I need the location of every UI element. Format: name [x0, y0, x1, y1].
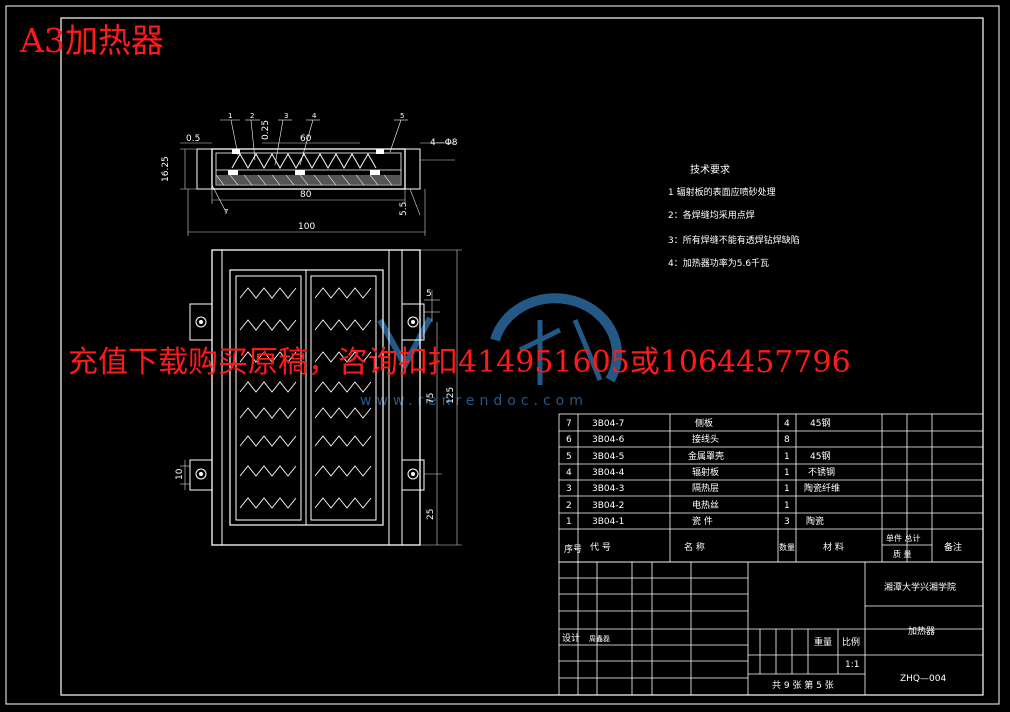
header-qty: 数量 [779, 542, 795, 552]
row4-material: 不锈钢 [808, 466, 835, 478]
tech-item-2: 2：各焊缝均采用点焊 [668, 209, 755, 221]
row2-no: 2 [566, 501, 572, 511]
dim-10: 10 [175, 468, 185, 480]
watermark-url: www.renrendoc.com [360, 393, 588, 409]
purchase-ad-overlay: 充值下载购买原稿，咨询扣扣414951605或1064457796 [68, 345, 851, 380]
dim-5-5: 5.5 [399, 202, 409, 216]
sheet-count: 共 9 张 第 5 张 [772, 679, 834, 691]
dim-0-25: 0.25 [261, 120, 271, 140]
plan-dimensions: 5 75 125 10 25 [175, 289, 456, 520]
inner-frame [60, 17, 984, 696]
mass-label: 重量 [814, 636, 832, 648]
header-remarks: 备注 [944, 541, 962, 553]
row3-no: 3 [566, 484, 572, 494]
drawing-number: ZHQ—004 [900, 674, 946, 684]
row6-no: 6 [566, 435, 572, 445]
designer-name: 周鑫磊 [589, 634, 610, 643]
row1-material: 陶瓷 [806, 515, 824, 527]
balloon-1: 1 [228, 112, 232, 120]
row5-no: 5 [566, 452, 572, 462]
row7-name: 侧板 [695, 417, 713, 429]
dim-75: 75 [426, 393, 436, 404]
balloon-5: 5 [400, 112, 404, 120]
row5-qty: 1 [784, 452, 790, 462]
row1-name: 瓷 件 [692, 515, 713, 527]
drawing-name: 加热器 [908, 625, 935, 637]
scale-label: 比例 [842, 636, 860, 648]
row1-code: 3B04-1 [592, 517, 624, 527]
scale-value: 1:1 [845, 660, 859, 670]
dim-100: 100 [298, 222, 315, 232]
header-no-text: 序号 [564, 543, 582, 555]
balloon-4: 4 [312, 112, 317, 120]
parts-list-header: 序号 代 号 名 称 数量 材 料 单件 总计 质 量 备注 [564, 533, 962, 559]
section-dimensions: 0.5 0.25 60 4—Φ8 16.25 80 5.5 100 1 2 3 … [161, 112, 458, 232]
dim-16-25: 16.25 [161, 156, 171, 182]
row4-qty: 1 [784, 468, 790, 478]
balloon-2: 2 [250, 112, 254, 120]
tech-heading: 技术要求 [690, 163, 730, 176]
row2-name: 电热丝 [692, 499, 719, 511]
row3-code: 3B04-3 [592, 484, 624, 494]
section-view [180, 119, 455, 236]
dim-125: 125 [446, 387, 456, 404]
row7-no: 7 [566, 419, 572, 429]
row4-no: 4 [566, 468, 572, 478]
header-unit-total: 单件 总计 [886, 533, 921, 543]
row6-code: 3B04-6 [592, 435, 625, 445]
parts-list-rows: 7 3B04-7 侧板 4 45钢 6 3B04-6 接线头 8 5 3B04-… [566, 417, 840, 527]
header-mass: 质 量 [893, 549, 912, 559]
row7-qty: 4 [784, 419, 790, 429]
row3-name: 隔热层 [692, 482, 719, 494]
tech-item-1: 1 辐射板的表面应喷砂处理 [668, 186, 776, 198]
row2-qty: 1 [784, 501, 790, 511]
row4-name: 辐射板 [692, 466, 719, 478]
header-material: 材 料 [823, 541, 844, 553]
row5-material: 45钢 [810, 450, 830, 462]
plan-view [180, 249, 462, 546]
row7-code: 3B04-7 [592, 419, 624, 429]
header-name: 名 称 [684, 541, 705, 553]
row1-qty: 3 [784, 517, 790, 527]
row4-code: 3B04-4 [592, 468, 625, 478]
dim-5: 5 [426, 289, 432, 299]
row2-code: 3B04-2 [592, 501, 624, 511]
balloon-7: 7 [224, 208, 228, 216]
title-block-grid [558, 561, 984, 696]
row1-no: 1 [566, 517, 572, 527]
dim-25: 25 [426, 509, 436, 520]
dim-80: 80 [300, 190, 312, 200]
dim-60: 60 [300, 134, 312, 144]
header-no: 序号 [564, 543, 582, 555]
dim-0-5: 0.5 [186, 134, 200, 144]
tech-item-3: 3：所有焊缝不能有透焊钻焊缺陷 [668, 234, 800, 246]
row3-qty: 1 [784, 484, 790, 494]
tech-item-4: 4：加热器功率为5.6千瓦 [668, 257, 769, 269]
row5-code: 3B04-5 [592, 452, 624, 462]
parts-list-grid [558, 413, 984, 563]
header-code: 代 号 [590, 542, 611, 553]
row5-name: 金属罩壳 [688, 450, 724, 462]
heating-wires [239, 287, 372, 509]
tech-requirements: 技术要求 1 辐射板的表面应喷砂处理 2：各焊缝均采用点焊 3：所有焊缝不能有透… [668, 163, 800, 269]
design-label: 设计 [562, 632, 580, 644]
row6-name: 接线头 [692, 433, 719, 445]
watermark-logo: www.renrendoc.com [360, 293, 622, 409]
drawing-title-overlay: A3加热器 [20, 21, 164, 60]
row3-material: 陶瓷纤维 [804, 482, 840, 494]
dim-4-phi8: 4—Φ8 [430, 138, 458, 148]
outer-border [5, 5, 1000, 705]
balloon-3: 3 [284, 112, 288, 120]
row7-material: 45钢 [810, 417, 830, 429]
row6-qty: 8 [784, 435, 790, 445]
title-block-text: 湘潭大学兴湘学院 设计 周鑫磊 重量 比例 1:1 加热器 共 9 张 第 5 … [562, 581, 956, 691]
school-name: 湘潭大学兴湘学院 [884, 581, 956, 593]
